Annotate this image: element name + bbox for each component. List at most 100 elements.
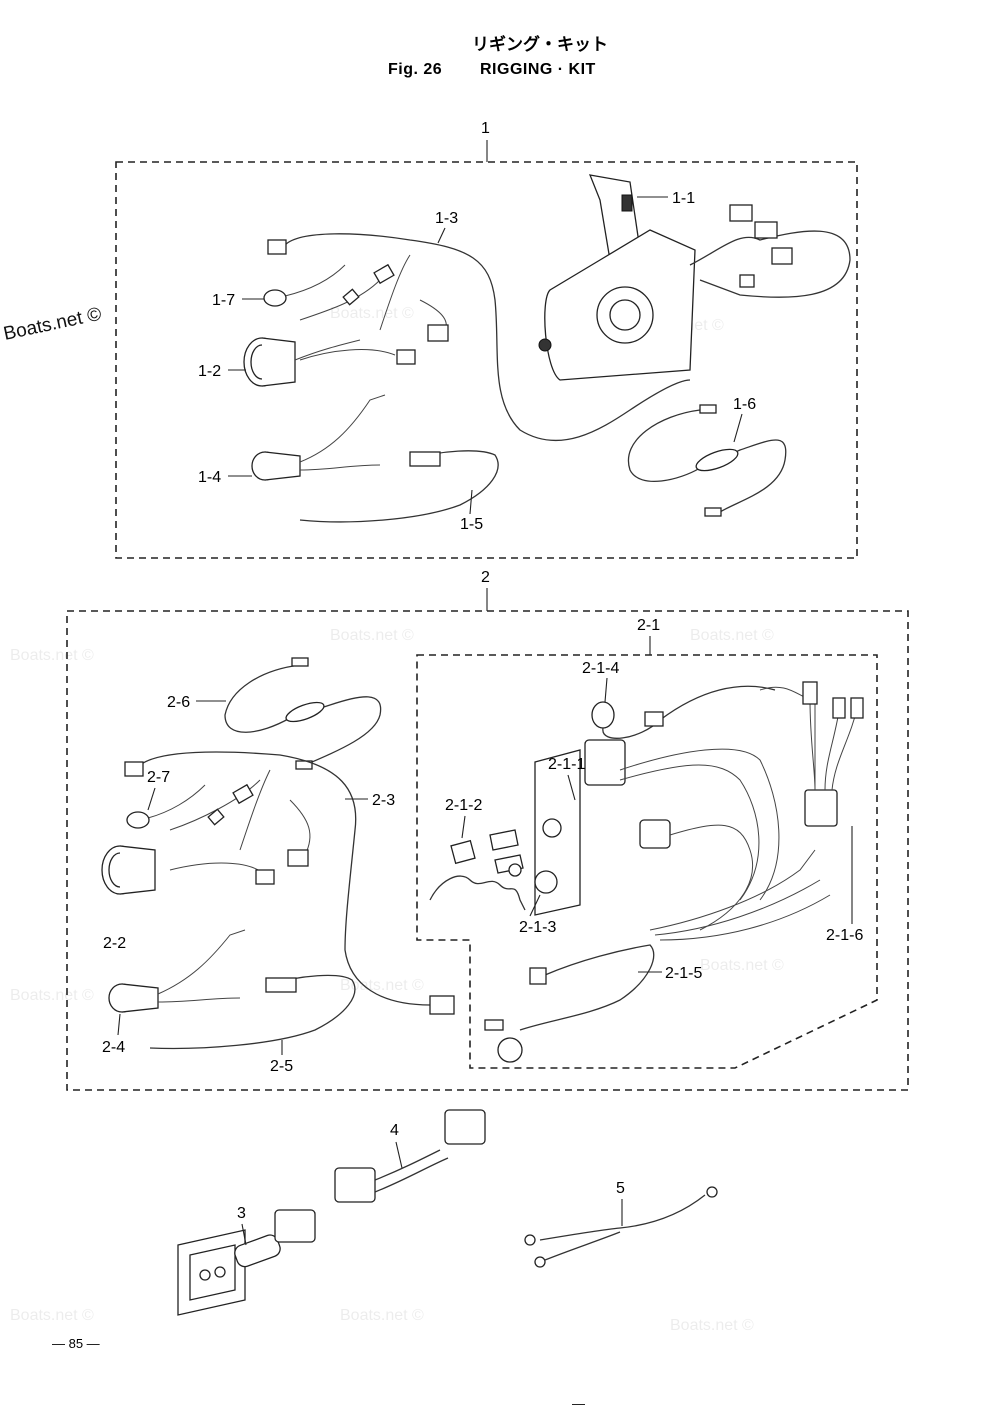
harness-branch [379,254,411,331]
watermark-text: Boats.net © [10,1307,94,1324]
terminal [850,697,864,719]
leader-line [604,677,608,703]
lead-wire-5 [544,1231,621,1261]
callout-2-5: 2-5 [270,1058,293,1075]
callout-1: 1 [481,120,490,137]
panel-connector [639,819,671,849]
group-1-dashed-box [115,161,858,559]
page-title: RIGGING · KIT [480,61,596,78]
group-2-dashed-box [66,610,909,1091]
harness-branch [169,862,266,876]
connector-block [265,977,297,993]
group-2: 2 2-1 [66,569,909,1091]
harness-connector [396,349,416,365]
trim-switch-face [189,1244,236,1301]
connector-1-7 [263,289,287,307]
panel-knob [542,818,562,838]
group-2-1-dashed-box [416,654,878,1069]
harness-connector [644,711,664,727]
ring-terminal [524,1234,536,1246]
callout-1-2: 1-2 [198,363,221,380]
watermark-text: Boats.net © [330,627,414,644]
extension-harness-4 [374,1149,449,1193]
panel-connector [584,739,626,786]
buzzer-2-1-4 [591,701,615,729]
ring-terminal [706,1186,718,1198]
lead-wire [147,784,206,819]
harness-connector [232,783,254,805]
callout-3: 3 [237,1205,246,1222]
control-connector [729,204,753,222]
harness-connector [267,239,287,255]
harness-connector [255,869,275,885]
control-wiring [689,230,851,298]
leader-line [117,1013,121,1036]
fork-wire [809,699,816,791]
extension-connector [444,1109,486,1145]
lanyard-coil [429,875,526,911]
watermark-text: Boats.net © [10,647,94,664]
connector-2-7 [126,811,150,829]
key-fob [450,839,476,865]
callout-2-1-6: 2-1-6 [826,927,863,944]
harness-connector [704,507,722,517]
lead-wire-2-5 [149,974,356,1050]
title-japanese: リギング・キット [472,34,608,55]
lead-wire [284,264,346,297]
main-harness-wire [284,233,691,442]
meter-wire [294,339,361,361]
watermark-layer: Boats.net © Boats.net © Boats.net © Boat… [10,305,784,1334]
harness-2-1-5 [519,944,655,1031]
fuse-holder [285,701,325,723]
harness-connector [124,761,144,777]
bundle-wire [654,879,821,936]
control-connector [739,274,755,288]
harness-connector [207,808,225,826]
lanyard-clip [508,863,522,877]
watermark-text: Boats.net © [690,627,774,644]
switch-button [214,1266,226,1278]
callout-2-6: 2-6 [167,694,190,711]
meter-body [119,845,156,895]
control-knob [538,338,552,352]
watermark-text: Boats.net © [340,977,424,994]
leader-line [437,227,446,244]
bundle-wire [649,849,816,931]
leader-line [147,787,156,811]
fuse-block-2-1-6 [804,789,838,827]
main-harness-wire [139,751,431,1006]
extension-connector [334,1167,376,1203]
harness-branch [299,279,381,321]
page-number: — 85 — [52,1336,100,1351]
switch-harness [234,1234,281,1268]
switch-wire [299,464,381,471]
trim-switch [621,194,633,212]
watermark-text: Boats.net © [700,957,784,974]
loose-parts: 3 4 5 [177,1109,718,1316]
switch-wire [157,929,246,995]
callout-2-2: 2-2 [103,935,126,952]
watermark-text: Boats.net © [10,987,94,1004]
leader-line [461,815,466,839]
callout-1-3: 1-3 [435,210,458,227]
watermark-text: Boats.net © [670,1317,754,1334]
callout-2-7: 2-7 [147,769,170,786]
callout-1-1: 1-1 [672,190,695,207]
buzzer-wire [602,685,776,739]
harness-branch [299,349,396,361]
watermark-main: Boats.net © [2,304,104,345]
bundle-wire [659,894,831,941]
bundle-wire [619,764,760,901]
bundle-wire [669,824,754,931]
switch-body [121,983,159,1013]
bundle-wire [619,748,780,901]
switch-wire [299,394,386,463]
harness-connector [429,995,455,1015]
harness-connector [427,324,449,342]
callout-1-4: 1-4 [198,469,221,486]
leader-line [395,1141,403,1169]
callout-2-1-3: 2-1-3 [519,919,556,936]
callout-4: 4 [390,1122,399,1139]
callout-2: 2 [481,569,490,586]
bottom-mark: — [572,1396,585,1411]
